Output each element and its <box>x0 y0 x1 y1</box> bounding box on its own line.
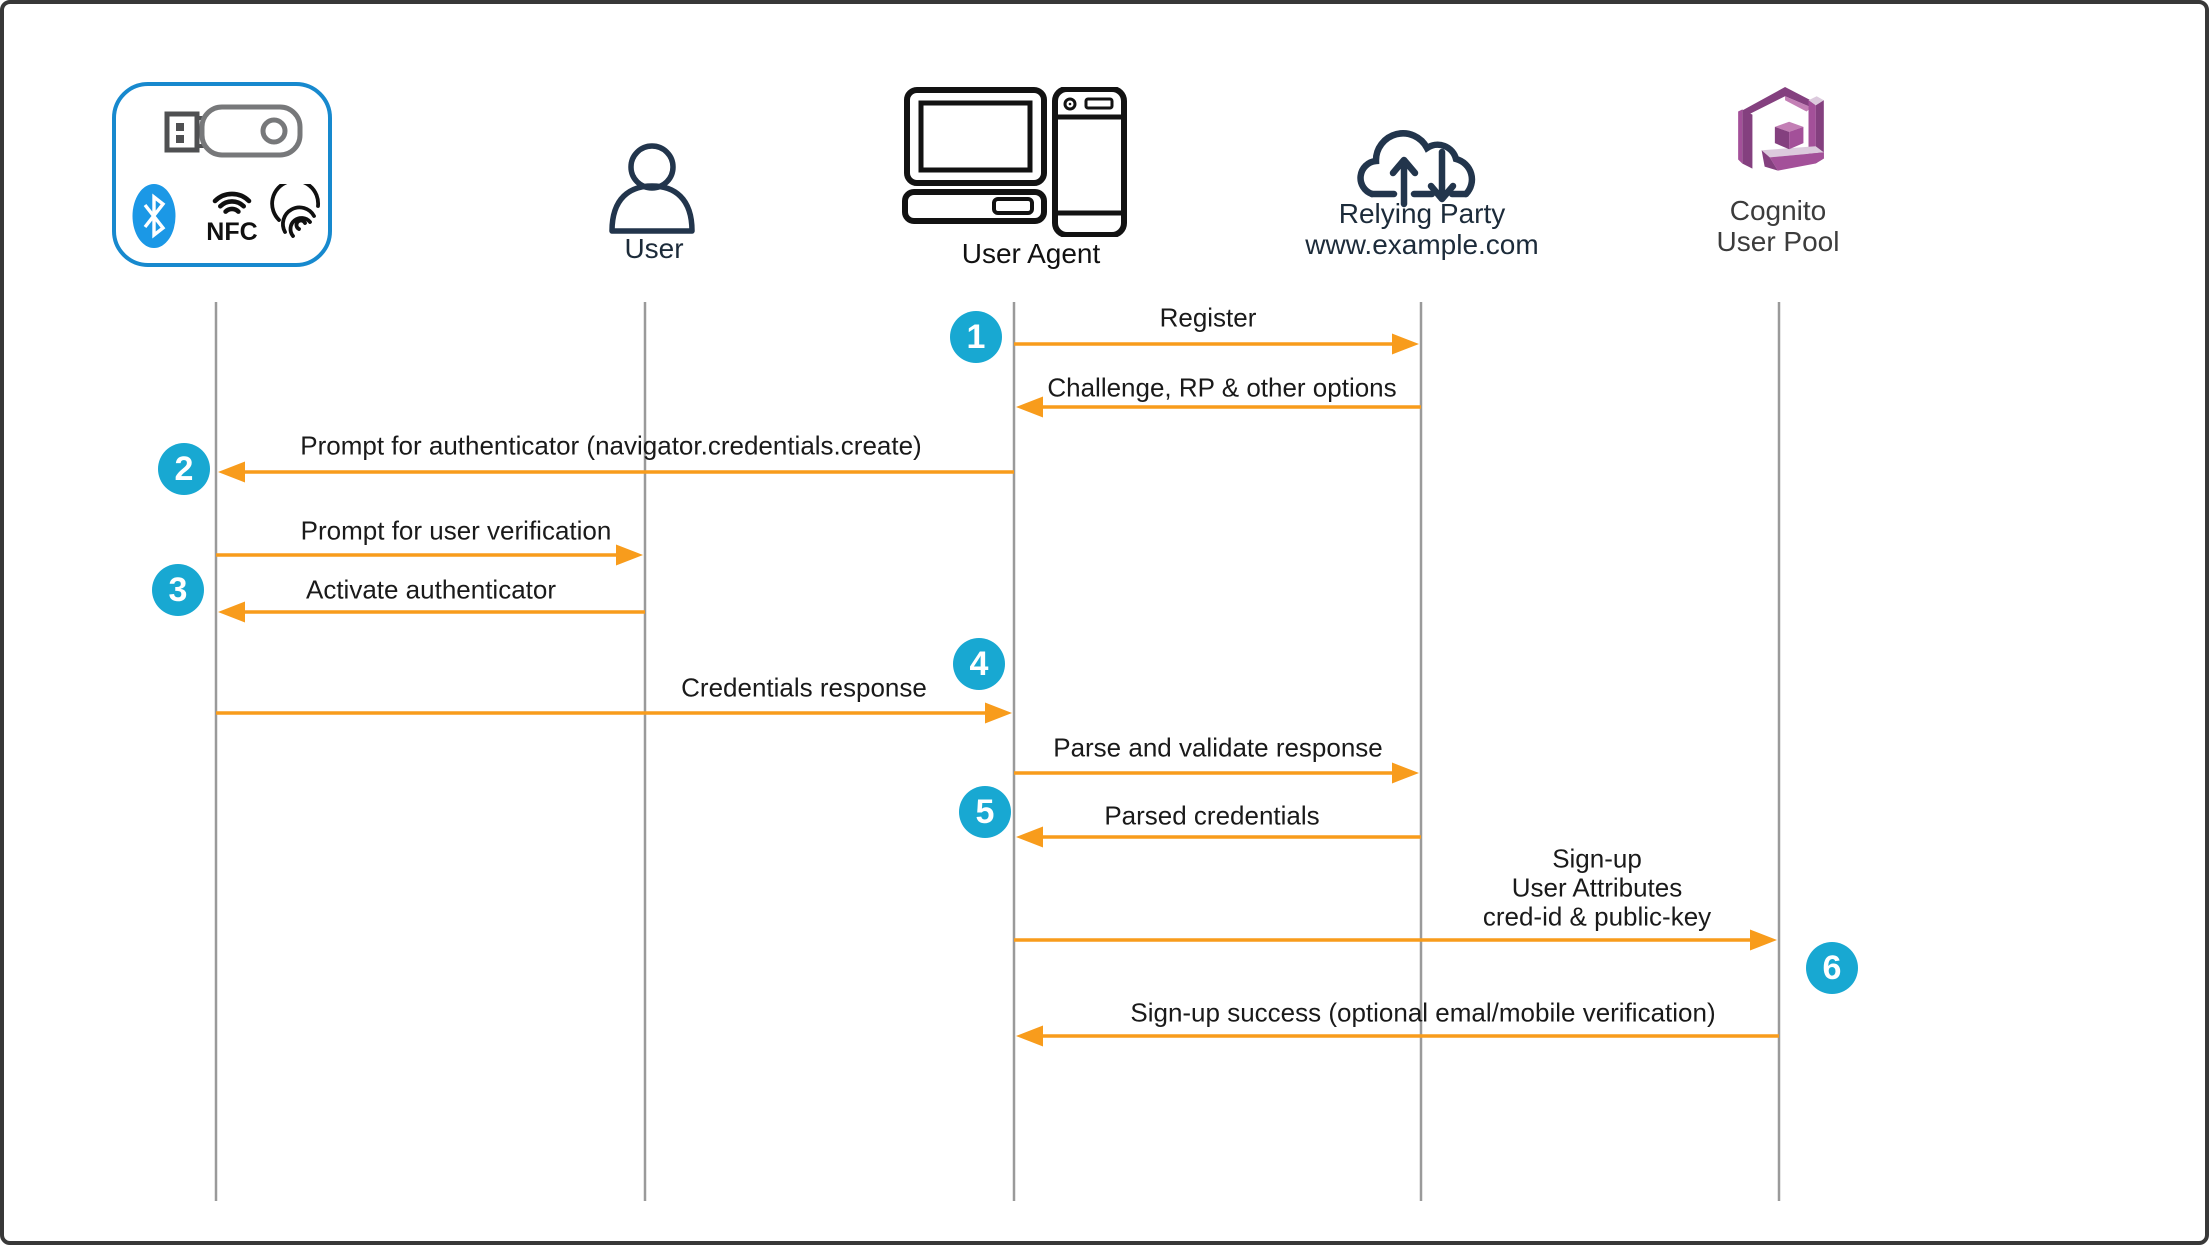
message-label-activate-authenticator: Activate authenticator <box>305 574 557 605</box>
message-label-parse-validate: Parse and validate response <box>1053 732 1383 763</box>
relying-party-url: www.example.com <box>1305 229 1539 260</box>
message-arrow-3 <box>218 461 1014 483</box>
step-badge-6: 6 <box>1806 942 1858 994</box>
step-badge-4: 4 <box>953 638 1005 690</box>
message-arrow-4 <box>216 544 643 566</box>
message-label-prompt-user-verification: Prompt for user verification <box>300 515 612 546</box>
nfc-icon: NFC <box>206 191 258 246</box>
message-label-sign-up-success: Sign-up success (optional emal/mobile ve… <box>1130 997 1716 1028</box>
actor-label-relying-party: Relying Party www.example.com <box>1305 198 1538 260</box>
message-label-register: Register <box>1159 302 1257 333</box>
actor-label-user-agent: User Agent <box>961 238 1101 269</box>
authenticator-box: NFC <box>112 82 332 267</box>
message-label-prompt-authenticator: Prompt for authenticator (navigator.cred… <box>300 430 922 461</box>
bluetooth-icon <box>132 184 176 248</box>
step-badge-2: 2 <box>158 443 210 495</box>
relying-party-name: Relying Party <box>1338 198 1506 229</box>
usb-security-key-icon <box>164 104 303 158</box>
message-arrow-5 <box>218 601 645 623</box>
computer-and-phone-icon <box>902 87 1127 237</box>
actor-label-cognito: Cognito User Pool <box>1717 195 1840 257</box>
message-arrow-9 <box>1014 929 1777 951</box>
fingerprint-icon <box>270 184 320 238</box>
step-badge-5: 5 <box>959 786 1011 838</box>
message-arrow-10 <box>1016 1025 1779 1047</box>
cognito-name: Cognito <box>1729 195 1827 226</box>
step-badge-1: 1 <box>950 311 1002 363</box>
cloud-transfer-icon <box>1357 130 1476 208</box>
message-label-challenge: Challenge, RP & other options <box>1047 372 1397 403</box>
svg-text:NFC: NFC <box>206 218 257 246</box>
cognito-pool: User Pool <box>1716 226 1840 257</box>
message-label-parsed-credentials: Parsed credentials <box>1104 800 1320 831</box>
message-label-credentials-response: Credentials response <box>681 672 927 703</box>
message-arrow-8 <box>1016 826 1421 848</box>
sequence-diagram-lines <box>214 302 1781 1201</box>
person-icon <box>609 143 695 234</box>
message-label-sign-up: Sign-up User Attributes cred-id & public… <box>1482 843 1712 932</box>
message-arrow-2 <box>1016 396 1421 418</box>
cognito-logo-icon <box>1738 87 1824 171</box>
message-arrow-6 <box>216 702 1012 724</box>
step-badge-3: 3 <box>152 564 204 616</box>
message-arrow-1 <box>1014 333 1419 355</box>
actor-label-user: User <box>624 233 684 264</box>
message-arrow-7 <box>1014 762 1419 784</box>
